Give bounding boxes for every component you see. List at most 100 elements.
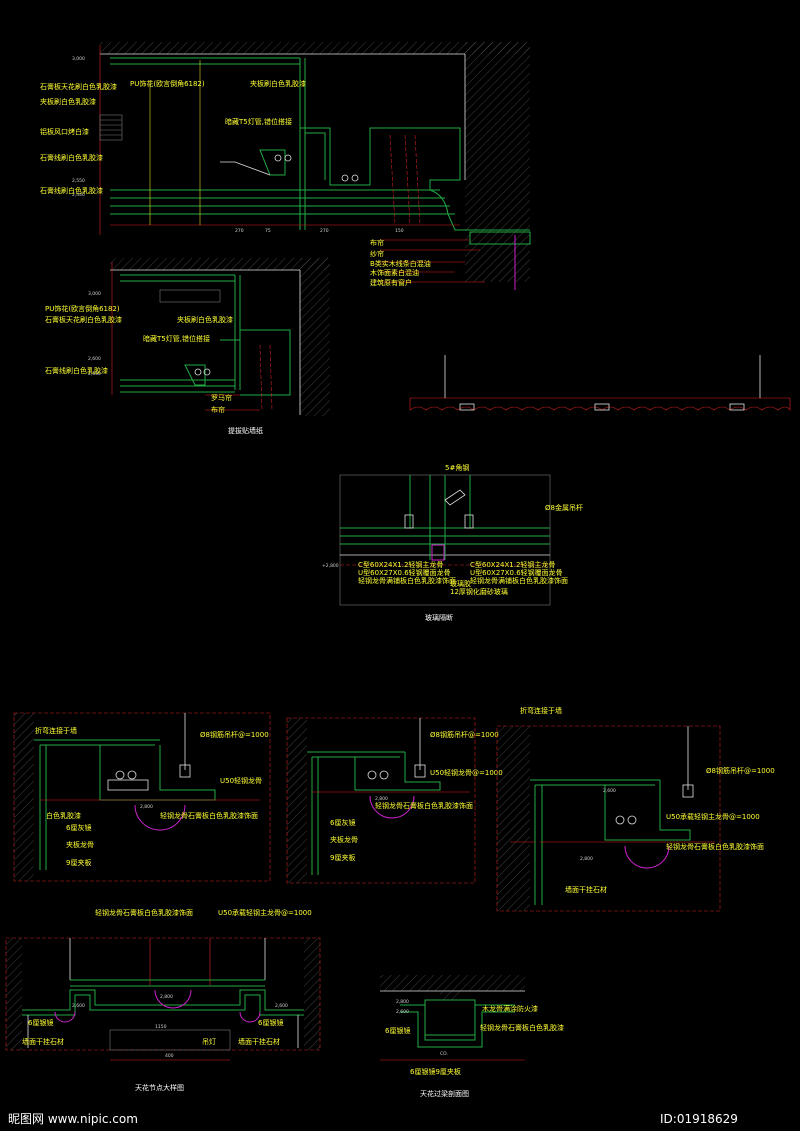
d2-label-2: 夹板刷白色乳胶漆 [177,315,233,324]
d4-label-7: 9厘夹板 [66,858,91,867]
d5-label-1: U50轻钢龙骨@=1000 [430,768,503,777]
concrete-wall-hatch [465,42,530,282]
svg-text:3,000: 3,000 [88,291,101,297]
d6-label-3: 轻钢龙骨石膏板白色乳胶漆饰面 [666,842,764,851]
d1-label-6: 石膏线刷白色乳胶漆 [40,153,103,162]
detail-4-mirror-ceiling-section: 2,800 折弯连接于墙 Ø8钢筋吊杆@=1000 U50轻钢龙骨 轻钢龙骨石膏… [13,712,271,882]
image-id-text: ID:01918629 [660,1112,738,1126]
detail-7-ceiling-node-detail: 2,800 1150 400 2,600 2,600 轻钢龙骨石膏板白色乳胶漆饰… [5,908,321,1092]
d3-right-label-0: C型60X24X1.2轻钢主龙骨 [470,560,555,569]
d5-label-3: 6厘灰镜 [330,818,355,827]
d2-caption: 提拔贴墙纸 [228,426,263,435]
svg-text:2,600: 2,600 [275,1003,288,1009]
d8-label-2: 6厘银镜 [385,1026,410,1035]
d5-label-2: 轻钢龙骨石膏板白色乳胶漆饰面 [375,801,473,810]
d2-label-4: 石膏线刷白色乳胶漆 [45,366,108,375]
d3-label-1: Ø8金属吊杆 [545,503,583,512]
d3-label-4: 轻钢龙骨满铺板白色乳胶漆饰面 [358,576,456,585]
d5-label-4: 夹板龙骨 [330,835,358,844]
svg-text:2,800: 2,800 [375,796,388,802]
detail-5-mirror-ceiling-section: 2,800 Ø8钢筋吊杆@=1000 U50轻钢龙骨@=1000 轻钢龙骨石膏板… [286,717,503,884]
d3-caption: 玻璃隔断 [425,613,453,622]
d3-label-3: U型60X27X0.6轻钢覆面龙骨 [358,568,451,577]
d1-label-7: 石膏线刷白色乳胶漆 [40,186,103,195]
svg-text:2,800: 2,800 [140,804,153,810]
d7-label-5: 吊灯 [202,1037,216,1046]
detail-1-curtain-ceiling-section: 270 270 150 75 3,000 2,550 2,440 石膏板天花刷白… [40,42,531,290]
detail-2-roman-blind-section: 3,000 2,600 2,500 PU饰花(欧言倒角6182) 石膏板天花刷白… [45,258,330,435]
watermark-text: 昵图网 www.nipic.com [8,1112,138,1126]
svg-text:2,600: 2,600 [396,1009,409,1015]
svg-text:1150: 1150 [155,1024,167,1030]
svg-text:400: 400 [165,1053,174,1059]
d3-label-5: 玻璃胶 [450,579,471,588]
svg-text:2,800: 2,800 [580,856,593,862]
d4-label-6: 夹板龙骨 [66,840,94,849]
d1-right-label-3: 木饰面素白混油 [370,268,419,277]
d6-label-1: Ø8钢筋吊杆@=1000 [706,766,775,775]
curtain-track-detail [409,355,791,411]
d7-label-1: U50承载轻钢主龙骨@=1000 [218,908,312,917]
d7-label-0: 轻钢龙骨石膏板白色乳胶漆饰面 [95,908,193,917]
d4-label-2: U50轻钢龙骨 [220,776,262,785]
svg-text:2,440: 2,440 [72,192,85,198]
d2-label-6: 布帘 [211,405,225,414]
d7-label-3: 6厘银镜 [258,1018,283,1027]
svg-text:270: 270 [235,228,244,234]
svg-text:270: 270 [320,228,329,234]
d7-label-6: 墙面干挂石材 [238,1037,280,1046]
d8-label-0: 木龙骨满涂防火漆 [482,1004,538,1013]
d4-label-0: 折弯连接于墙 [35,726,77,735]
d3-right-label-2: 轻钢龙骨满铺板白色乳胶漆饰面 [470,576,568,585]
d3-right-label-1: U型60X27X0.6轻钢覆面龙骨 [470,568,563,577]
d2-label-3: 暗藏T5灯管,错位搭接 [143,334,210,343]
d1-right-label-2: B类实木线条白混油 [370,259,431,268]
d8-label-3: 6厘银镜9厘夹板 [410,1067,461,1076]
d1-right-label-4: 建筑原有窗户 [370,278,412,287]
detail-6-stone-wall-ceiling-section: 2,600 2,800 折弯连接于墙 Ø8钢筋吊杆@=1000 U50承载轻钢主… [496,706,775,912]
svg-text:75: 75 [265,228,271,234]
svg-text:CO.: CO. [440,1051,448,1057]
d8-label-1: 轻钢龙骨石膏板白色乳胶漆 [480,1023,564,1032]
d2-label-0: PU饰花(欧言倒角6182) [45,304,120,313]
svg-text:2,500: 2,500 [88,371,101,377]
svg-text:3,000: 3,000 [72,56,85,62]
d6-label-0: 折弯连接于墙 [520,706,562,715]
svg-text:2,800: 2,800 [160,994,173,1000]
svg-text:2,600: 2,600 [88,356,101,362]
d1-right-label-0: 布帘 [370,238,384,247]
concrete-slab-hatch [100,42,530,54]
d3-label-2: C型60X24X1.2轻钢主龙骨 [358,560,443,569]
svg-text:+2,800: +2,800 [322,563,339,569]
d1-label-5: 暗藏T5灯管,错位搭接 [225,117,292,126]
svg-text:2,600: 2,600 [603,788,616,794]
detail-8-beam-section: 2,800 2,600 CO. 木龙骨满涂防火漆 轻钢龙骨石膏板白色乳胶漆 6厘… [380,975,564,1098]
d7-label-4: 墙面干挂石材 [22,1037,64,1046]
svg-text:2,800: 2,800 [396,999,409,1005]
d3-label-0: 5#角钢 [445,463,469,472]
d4-label-1: Ø8钢筋吊杆@=1000 [200,730,269,739]
d3-label-6: 12厚钢化磨砂玻璃 [450,587,508,596]
d5-label-0: Ø8钢筋吊杆@=1000 [430,730,499,739]
d2-label-5: 罗马帘 [211,393,232,402]
d1-label-1: PU饰花(欧言倒角6182) [130,79,205,88]
d1-label-0: 石膏板天花刷白色乳胶漆 [40,82,117,91]
d8-caption: 天花过梁剖面图 [420,1089,469,1098]
d4-label-5: 6厘灰镜 [66,823,91,832]
d6-label-2: U50承载轻钢主龙骨@=1000 [666,812,760,821]
svg-text:150: 150 [395,228,404,234]
svg-text:2,550: 2,550 [72,178,85,184]
d4-label-4: 白色乳胶漆 [46,811,81,820]
d7-label-2: 6厘银镜 [28,1018,53,1027]
svg-text:2,600: 2,600 [72,1003,85,1009]
d5-label-5: 9厘夹板 [330,853,355,862]
d1-label-2: 夹板刷白色乳胶漆 [250,79,306,88]
d1-label-3: 夹板刷白色乳胶漆 [40,97,96,106]
d1-label-4: 铝板风口烤白漆 [40,127,89,136]
detail-3-glass-partition: +2,800 5#角钢 Ø8金属吊杆 C型60X24X1.2轻钢主龙骨 U型60… [322,463,583,622]
d1-right-label-1: 纱帘 [370,249,384,258]
d6-label-4: 墙面干挂石材 [565,885,607,894]
d7-caption: 天花节点大样图 [135,1083,184,1092]
d4-label-3: 轻钢龙骨石膏板白色乳胶漆饰面 [160,811,258,820]
